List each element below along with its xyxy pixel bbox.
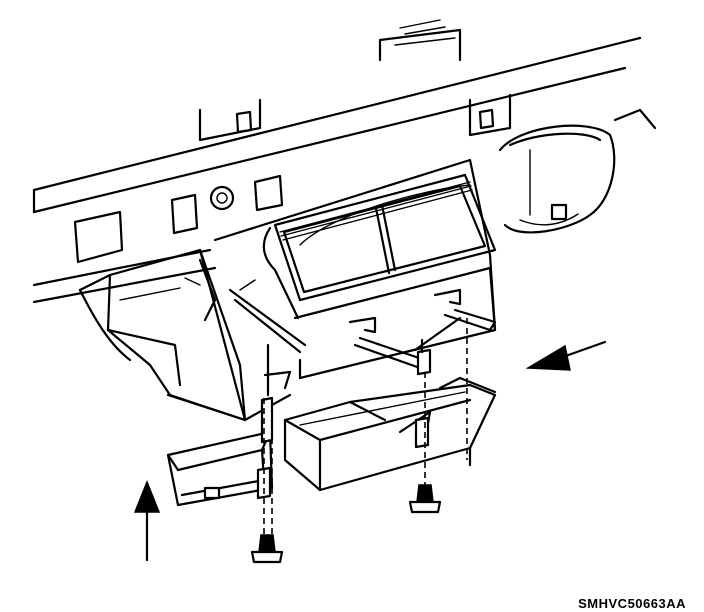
front-cover-tray bbox=[166, 430, 274, 507]
blower-motor-housing bbox=[498, 124, 616, 234]
assembly-guide-lines bbox=[263, 318, 468, 535]
screw-icon bbox=[408, 484, 442, 514]
locating-pins bbox=[256, 338, 432, 500]
arrow-left-icon bbox=[525, 340, 607, 371]
arrow-up-icon bbox=[133, 479, 161, 562]
figure-identifier: SMHVC50663AA bbox=[578, 596, 686, 611]
lower-case-tray bbox=[283, 383, 497, 492]
air-inlet-grille bbox=[273, 173, 497, 302]
screw-icon bbox=[250, 534, 284, 564]
linkage-rods bbox=[184, 258, 462, 370]
instrument-panel-beam bbox=[32, 19, 657, 304]
